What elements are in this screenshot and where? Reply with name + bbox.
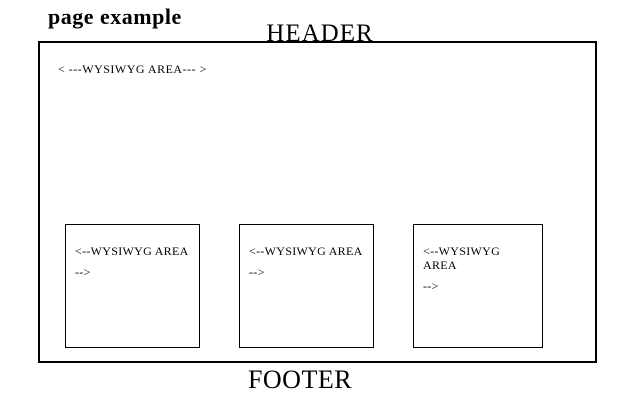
page-body-frame: < ---WYSIWYG AREA--- > <--WYSIWYG AREA -… <box>38 41 597 363</box>
footer-label: FOOTER <box>247 365 353 394</box>
wysiwyg-area-3-label: <--WYSIWYG AREA <box>423 244 501 272</box>
wysiwyg-area-1[interactable]: <--WYSIWYG AREA --> <box>65 224 200 348</box>
wysiwyg-area-2-label: <--WYSIWYG AREA <box>249 244 363 258</box>
page-title: page example <box>48 4 182 29</box>
wysiwyg-area-1-label: <--WYSIWYG AREA <box>75 244 189 258</box>
wysiwyg-area-1-label-end: --> <box>75 265 91 279</box>
wysiwyg-area-2[interactable]: <--WYSIWYG AREA --> <box>239 224 374 348</box>
wysiwyg-area-2-label-end: --> <box>249 265 265 279</box>
main-wysiwyg-area-label: < ---WYSIWYG AREA--- > <box>58 62 207 76</box>
wysiwyg-area-3-label-end: --> <box>423 279 439 293</box>
header-label: HEADER <box>266 20 374 47</box>
wysiwyg-area-3[interactable]: <--WYSIWYG AREA --> <box>413 224 543 348</box>
